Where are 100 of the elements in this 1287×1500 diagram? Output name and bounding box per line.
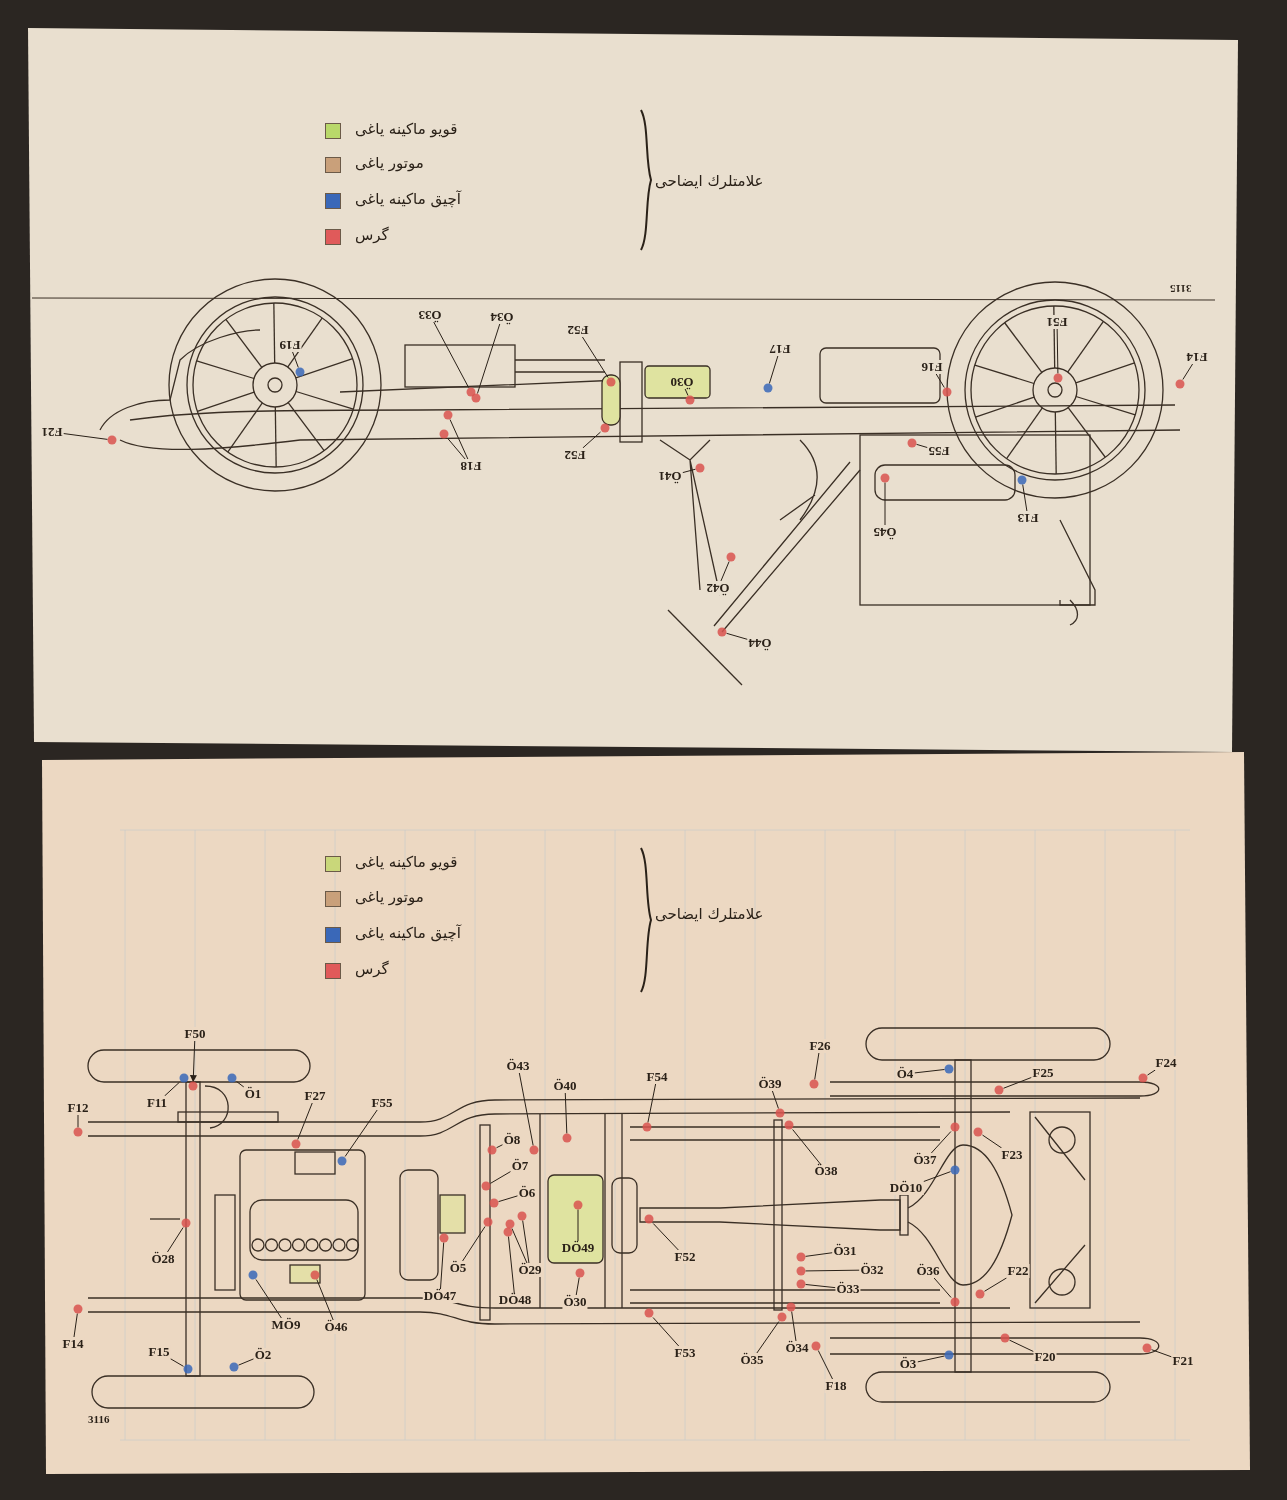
legend-text: گرس xyxy=(355,226,389,244)
lubrication-point xyxy=(944,1064,954,1074)
lubrication-point xyxy=(944,1350,954,1360)
callout-label: DÖ48 xyxy=(497,1293,533,1307)
callout-label: F23 xyxy=(1000,1148,1024,1162)
lubrication-point xyxy=(529,1145,539,1155)
leader-line xyxy=(166,1227,184,1253)
leader-line xyxy=(726,632,748,640)
lubrication-point xyxy=(644,1214,654,1224)
callout-label: F55 xyxy=(370,1096,394,1110)
lubrication-point xyxy=(950,1165,960,1175)
leader-line xyxy=(518,1072,534,1146)
leader-line xyxy=(440,1242,445,1290)
callout-label: F19 xyxy=(278,338,302,352)
lubrication-point xyxy=(600,423,610,433)
callout-label: F26 xyxy=(808,1039,832,1053)
callout-label: Ö29 xyxy=(517,1263,543,1277)
leader-line xyxy=(682,468,696,474)
page-number: 3115 xyxy=(1170,283,1192,295)
legend-text: آچيق ماكينه ياغى xyxy=(355,924,461,942)
leader-line xyxy=(292,351,299,368)
lubrication-point xyxy=(481,1181,491,1191)
lubrication-point xyxy=(994,1085,1004,1095)
leader-line xyxy=(582,431,601,449)
leader-line xyxy=(720,561,730,582)
callout-label: F24 xyxy=(1154,1056,1178,1070)
leader-line xyxy=(77,1114,79,1128)
lubrication-point xyxy=(73,1127,83,1137)
lubrication-point xyxy=(483,1217,493,1227)
leader-line xyxy=(164,1081,180,1097)
lubrication-point xyxy=(796,1279,806,1289)
leader-line xyxy=(805,1252,833,1257)
callout-label: Ö2 xyxy=(253,1348,273,1362)
leader-line xyxy=(63,433,108,440)
callout-label: Ö43 xyxy=(505,1059,531,1073)
leader-line xyxy=(447,438,466,460)
callout-label: F51 xyxy=(1045,315,1069,329)
leader-line xyxy=(238,1358,255,1366)
callout-label: Ö46 xyxy=(323,1320,349,1334)
callout-label: Ö44 xyxy=(747,636,773,650)
lubrication-point xyxy=(717,627,727,637)
lubrication-point xyxy=(1000,1333,1010,1343)
lubrication-point xyxy=(248,1270,258,1280)
callout-label: F14 xyxy=(1185,350,1209,364)
lubrication-point xyxy=(439,1233,449,1243)
leader-line xyxy=(498,1195,519,1203)
callout-label: F15 xyxy=(147,1345,171,1359)
leader-line xyxy=(507,1236,515,1294)
callout-label: F18 xyxy=(459,459,483,473)
callout-label: Ö5 xyxy=(448,1261,468,1275)
leader-line xyxy=(916,443,928,449)
lubrication-point xyxy=(726,552,736,562)
callout-label: F52 xyxy=(566,323,590,337)
callout-label: F17 xyxy=(768,342,792,356)
callout-label: F52 xyxy=(563,448,587,462)
lubrication-point xyxy=(181,1218,191,1228)
callout-label: F22 xyxy=(1006,1264,1030,1278)
lubrication-point xyxy=(573,1200,583,1210)
callout-label: F13 xyxy=(1016,511,1040,525)
callout-label: Ö45 xyxy=(872,525,898,539)
lubrication-point xyxy=(950,1122,960,1132)
leader-line xyxy=(255,1279,282,1319)
lubrication-point xyxy=(1138,1073,1148,1083)
leader-line xyxy=(771,1090,779,1109)
legend-text: گرس xyxy=(355,960,389,978)
callout-label: F14 xyxy=(61,1337,85,1351)
callout-label: Ö33 xyxy=(417,308,443,322)
callout-label: Ö28 xyxy=(150,1252,176,1266)
leader-line xyxy=(922,1171,951,1183)
lubrication-point xyxy=(642,1122,652,1132)
leader-line xyxy=(1151,1349,1172,1358)
lubrication-point xyxy=(973,1127,983,1137)
callout-label: F52 xyxy=(673,1250,697,1264)
lubrication-point xyxy=(107,435,117,445)
lubrication-point xyxy=(975,1289,985,1299)
lubrication-point xyxy=(1175,379,1185,389)
leader-line xyxy=(297,1102,313,1140)
callout-label: F53 xyxy=(673,1346,697,1360)
legend-text: آچيق ماكينه ياغى xyxy=(355,190,461,208)
callout-label: Ö30 xyxy=(562,1295,588,1309)
callout-label: DÖ47 xyxy=(422,1289,458,1303)
lubrication-point xyxy=(763,383,773,393)
lubrication-point xyxy=(337,1156,347,1166)
leader-line xyxy=(476,323,501,394)
lubrication-point xyxy=(291,1139,301,1149)
lubrication-point xyxy=(695,463,705,473)
leader-line xyxy=(577,1209,579,1242)
callout-label: Ö4 xyxy=(895,1067,915,1081)
lubrication-point xyxy=(1017,475,1027,485)
leader-line xyxy=(884,482,886,526)
lubrication-point xyxy=(503,1227,513,1237)
lubrication-point xyxy=(950,1297,960,1307)
callout-label: F55 xyxy=(927,444,951,458)
leader-line xyxy=(511,1228,528,1264)
callout-label: F50 xyxy=(183,1027,207,1041)
callout-label: Ö39 xyxy=(757,1077,783,1091)
legend-text: موتور ياغى xyxy=(355,154,424,172)
lubrication-point xyxy=(685,395,695,405)
lubrication-point xyxy=(466,387,476,397)
leader-line xyxy=(933,1277,952,1298)
